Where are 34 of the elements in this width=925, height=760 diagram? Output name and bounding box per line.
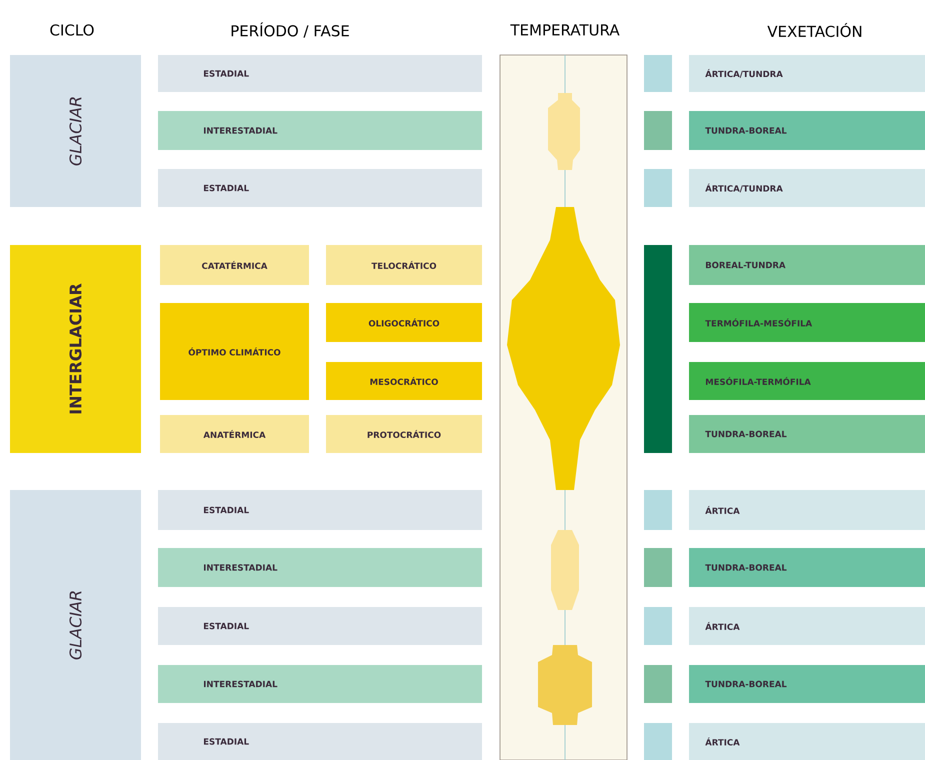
vegetation-band: ÁRTICA/TUNDRA	[689, 169, 925, 207]
period-band: ESTADIAL	[158, 55, 482, 92]
column-heading: PERÍODO / FASE	[232, 22, 349, 38]
period-band: ESTADIAL	[158, 723, 482, 760]
phase-box: ANATÉRMICA	[160, 415, 309, 453]
vegetation-band: TUNDRA-BOREAL	[689, 111, 925, 150]
period-band: ESTADIAL	[158, 607, 482, 645]
phase-box: PROTOCRÁTICO	[326, 415, 482, 453]
cycle-band: GLACIAR	[10, 490, 141, 760]
vegetation-band: TUNDRA-BOREAL	[689, 665, 925, 703]
vegetation-band: ÁRTICA	[689, 607, 925, 645]
cycle-band: INTERGLACIAR	[10, 245, 141, 453]
column-heading: CICLO	[50, 24, 94, 36]
period-band: INTERESTADIAL	[158, 665, 482, 703]
vegetation-band: BOREAL-TUNDRA	[689, 245, 925, 285]
phase-box: OLIGOCRÁTICO	[326, 303, 482, 342]
vegetation-band: TUNDRA-BOREAL	[689, 548, 925, 587]
phase-box: TELOCRÁTICO	[326, 245, 482, 285]
vegetation-band: MESÓFILA-TERMÓFILA	[689, 362, 925, 400]
column-heading: VEXETACIÓN	[767, 22, 862, 38]
period-band: INTERESTADIAL	[158, 111, 482, 150]
vegetation-band: TERMÓFILA-MESÓFILA	[689, 303, 925, 342]
vegetation-band: ÁRTICA/TUNDRA	[689, 55, 925, 92]
vegetation-band: TUNDRA-BOREAL	[689, 415, 925, 453]
phase-box: ÓPTIMO CLIMÁTICO	[160, 303, 309, 400]
vegetation-band: ÁRTICA	[689, 490, 925, 530]
column-heading: TEMPERATURA	[510, 24, 620, 36]
period-band: ESTADIAL	[158, 490, 482, 530]
vegetation-band: ÁRTICA	[689, 723, 925, 760]
period-band: INTERESTADIAL	[158, 548, 482, 587]
phase-box: CATATÉRMICA	[160, 245, 309, 285]
period-band: ESTADIAL	[158, 169, 482, 207]
phase-box: MESOCRÁTICO	[326, 362, 482, 400]
cycle-band: GLACIAR	[10, 55, 141, 207]
